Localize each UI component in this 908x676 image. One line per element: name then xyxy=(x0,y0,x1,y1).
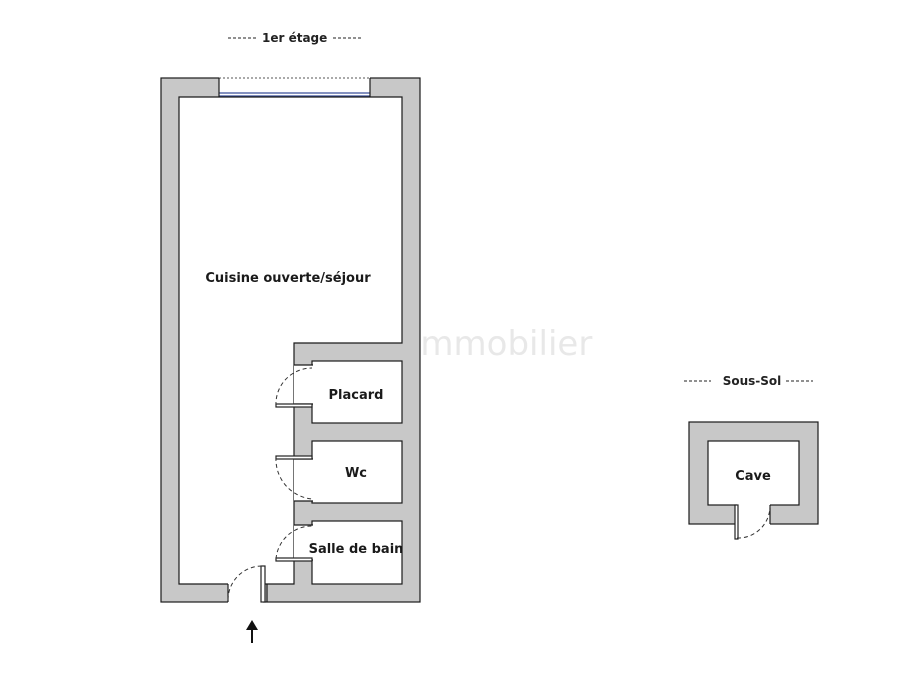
floor-label-first-text: 1er étage xyxy=(262,31,327,45)
arrow-up-icon xyxy=(246,620,258,643)
room-bathroom xyxy=(311,520,403,585)
floor-label-basement: Sous-Sol xyxy=(684,374,813,388)
room-label-bathroom: Salle de bain xyxy=(309,542,404,557)
room-label-cellar: Cave xyxy=(735,469,771,484)
door-closet xyxy=(275,367,313,408)
floor-label-first: 1er étage xyxy=(228,31,361,45)
door-entrance xyxy=(227,565,268,603)
room-label-living: Cuisine ouverte/séjour xyxy=(205,271,371,286)
room-cellar xyxy=(707,440,800,506)
window xyxy=(218,76,371,97)
floor-label-basement-text: Sous-Sol xyxy=(723,374,782,388)
door-wc xyxy=(275,455,313,500)
room-living xyxy=(178,96,403,585)
room-closet xyxy=(311,360,403,424)
room-label-closet: Placard xyxy=(329,388,384,403)
door-bathroom xyxy=(275,525,313,562)
door-cellar xyxy=(734,504,771,540)
room-label-wc: Wc xyxy=(345,466,367,481)
